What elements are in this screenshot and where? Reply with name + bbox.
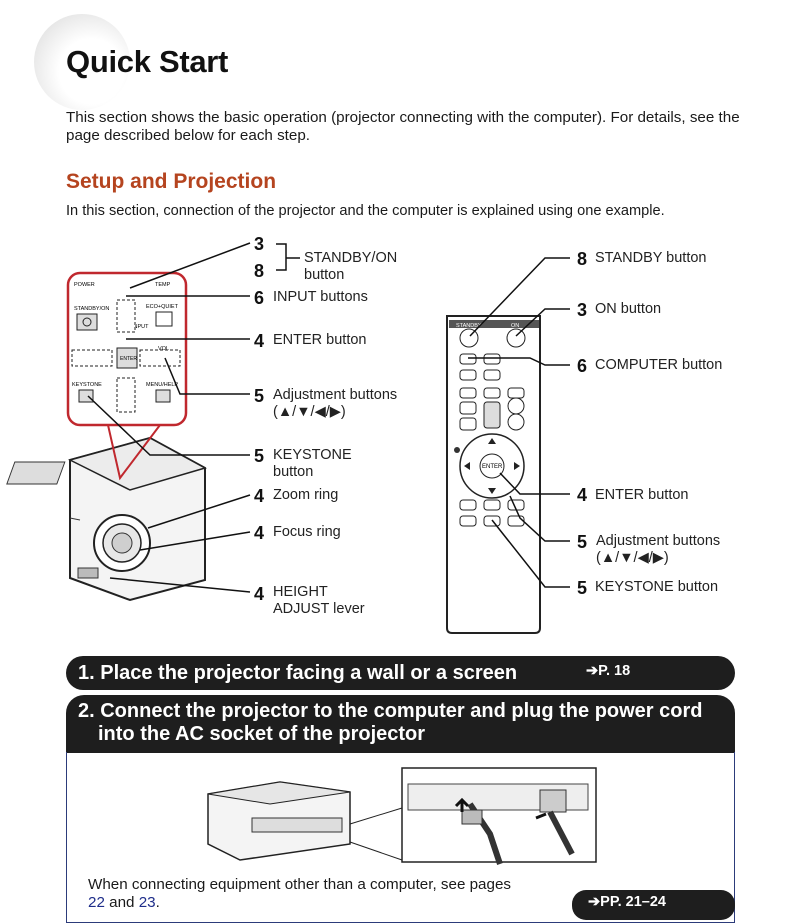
note-page-link-22[interactable]: 22	[88, 894, 105, 911]
panel-enter-button[interactable]	[116, 347, 138, 369]
panel-enter-label: ENTER	[120, 356, 137, 362]
projector-illustration	[6, 436, 207, 602]
remote-leader-lines	[468, 257, 570, 588]
section-description: In this section, connection of the proje…	[66, 203, 665, 219]
menu-help-button[interactable]	[155, 389, 171, 403]
adjust-down-button[interactable]	[116, 377, 136, 413]
callout-enter-button: ENTER button	[273, 332, 367, 348]
step-1-title: 1. Place the projector facing a wall or …	[78, 662, 518, 684]
page-title: Quick Start	[66, 44, 229, 79]
callout-computer-button: COMPUTER button	[595, 357, 723, 373]
power-indicator-label: POWER	[74, 282, 95, 288]
callout-num: 4	[254, 523, 265, 543]
remote-standby-button[interactable]	[459, 328, 479, 348]
intro-text: This section shows the basic operation (…	[66, 109, 740, 144]
control-panel-illustration: POWER TEMP STANDBY/ON ECO+QUIET INPUT VO…	[66, 271, 188, 427]
callout-num: 4	[254, 486, 265, 506]
callout-num: 6	[254, 288, 265, 308]
step-2-title-line2: into the AC socket of the projector	[98, 723, 426, 745]
callout-height-sub: ADJUST lever	[273, 601, 365, 617]
note-prefix: When connecting equipment other than a c…	[88, 876, 511, 893]
connection-note: When connecting equipment other than a c…	[88, 876, 528, 912]
callout-standby-on: STANDBY/ON button	[304, 250, 398, 283]
remote-enter-button[interactable]	[479, 453, 505, 479]
step-2-title-line1: 2. Connect the projector to the computer…	[78, 700, 703, 722]
callout-num: 5	[577, 578, 588, 598]
callout-on-button: ON button	[595, 301, 662, 317]
callout-remote-enter: ENTER button	[595, 487, 689, 503]
step-1-page-ref[interactable]: ➔P. 18	[586, 663, 631, 679]
menu-help-label: MENU/HELP	[146, 382, 178, 388]
page-tab-decoration	[34, 14, 130, 110]
callout-num: 4	[254, 331, 265, 351]
callout-num: 5	[254, 446, 265, 466]
keystone-panel-button[interactable]	[78, 389, 94, 403]
callout-num: 3	[577, 300, 588, 320]
step-1-bar: 1. Place the projector facing a wall or …	[66, 656, 735, 690]
keystone-panel-label: KEYSTONE	[72, 382, 102, 388]
callout-num-8: 8	[254, 261, 265, 281]
callout-num: 5	[254, 386, 265, 406]
adjust-left-button[interactable]	[71, 349, 113, 367]
callout-num-3: 3	[254, 234, 265, 254]
callout-keystone: KEYSTONE	[273, 447, 352, 463]
standby-on-button[interactable]	[76, 313, 98, 331]
remote-standby-label: STANDBY	[456, 323, 482, 329]
callout-keystone-sub: button	[273, 464, 314, 480]
remote-control-illustration: STANDBY ON ENTER	[446, 315, 541, 634]
vol-label: VOL	[158, 346, 169, 352]
section-title: Setup and Projection	[66, 170, 277, 193]
remote-on-button[interactable]	[506, 328, 526, 348]
remote-computer-button[interactable]	[459, 353, 477, 365]
standby-on-label: STANDBY/ON	[74, 306, 109, 312]
step-2-bar: 2. Connect the projector to the computer…	[66, 695, 735, 753]
eco-quiet-label: ECO+QUIET	[146, 304, 179, 310]
eco-quiet-button[interactable]	[155, 311, 173, 327]
note-and: and	[104, 894, 139, 911]
adjust-right-button[interactable]	[139, 349, 181, 367]
callout-remote-keystone: KEYSTONE button	[595, 579, 719, 595]
callout-standby-button: STANDBY button	[595, 250, 707, 266]
step-2-page-ref[interactable]: ➔PP. 21–24	[572, 890, 735, 920]
input-label: INPUT	[132, 324, 149, 330]
callout-num: 4	[254, 584, 265, 604]
setup-illustration: POWER TEMP STANDBY/ON ECO+QUIET INPUT VO…	[6, 242, 570, 634]
callout-remote-arrows: (▲/▼/◀/▶)	[596, 550, 669, 566]
projector-leader-lines	[87, 242, 300, 593]
callout-num: 8	[577, 249, 588, 269]
callout-height: HEIGHT	[273, 584, 328, 600]
temp-indicator-label: TEMP	[155, 282, 171, 288]
note-page-link-23[interactable]: 23	[138, 894, 156, 911]
callout-input-buttons: INPUT buttons	[273, 289, 368, 305]
callout-num: 5	[577, 532, 588, 552]
note-suffix: .	[155, 894, 160, 911]
callout-num: 6	[577, 356, 588, 376]
callout-remote-adjustment: Adjustment buttons	[596, 533, 721, 549]
callout-num: 4	[577, 485, 588, 505]
callout-adjustment-arrows: (▲/▼/◀/▶)	[273, 404, 346, 420]
remote-on-label: ON	[511, 323, 519, 329]
callout-adjustment-buttons: Adjustment buttons	[273, 387, 398, 403]
callout-zoom-ring: Zoom ring	[273, 487, 339, 503]
callout-focus-ring: Focus ring	[273, 524, 341, 540]
connection-illustration	[207, 767, 597, 865]
input-up-button[interactable]	[116, 299, 136, 333]
remote-enter-label: ENTER	[482, 464, 503, 470]
